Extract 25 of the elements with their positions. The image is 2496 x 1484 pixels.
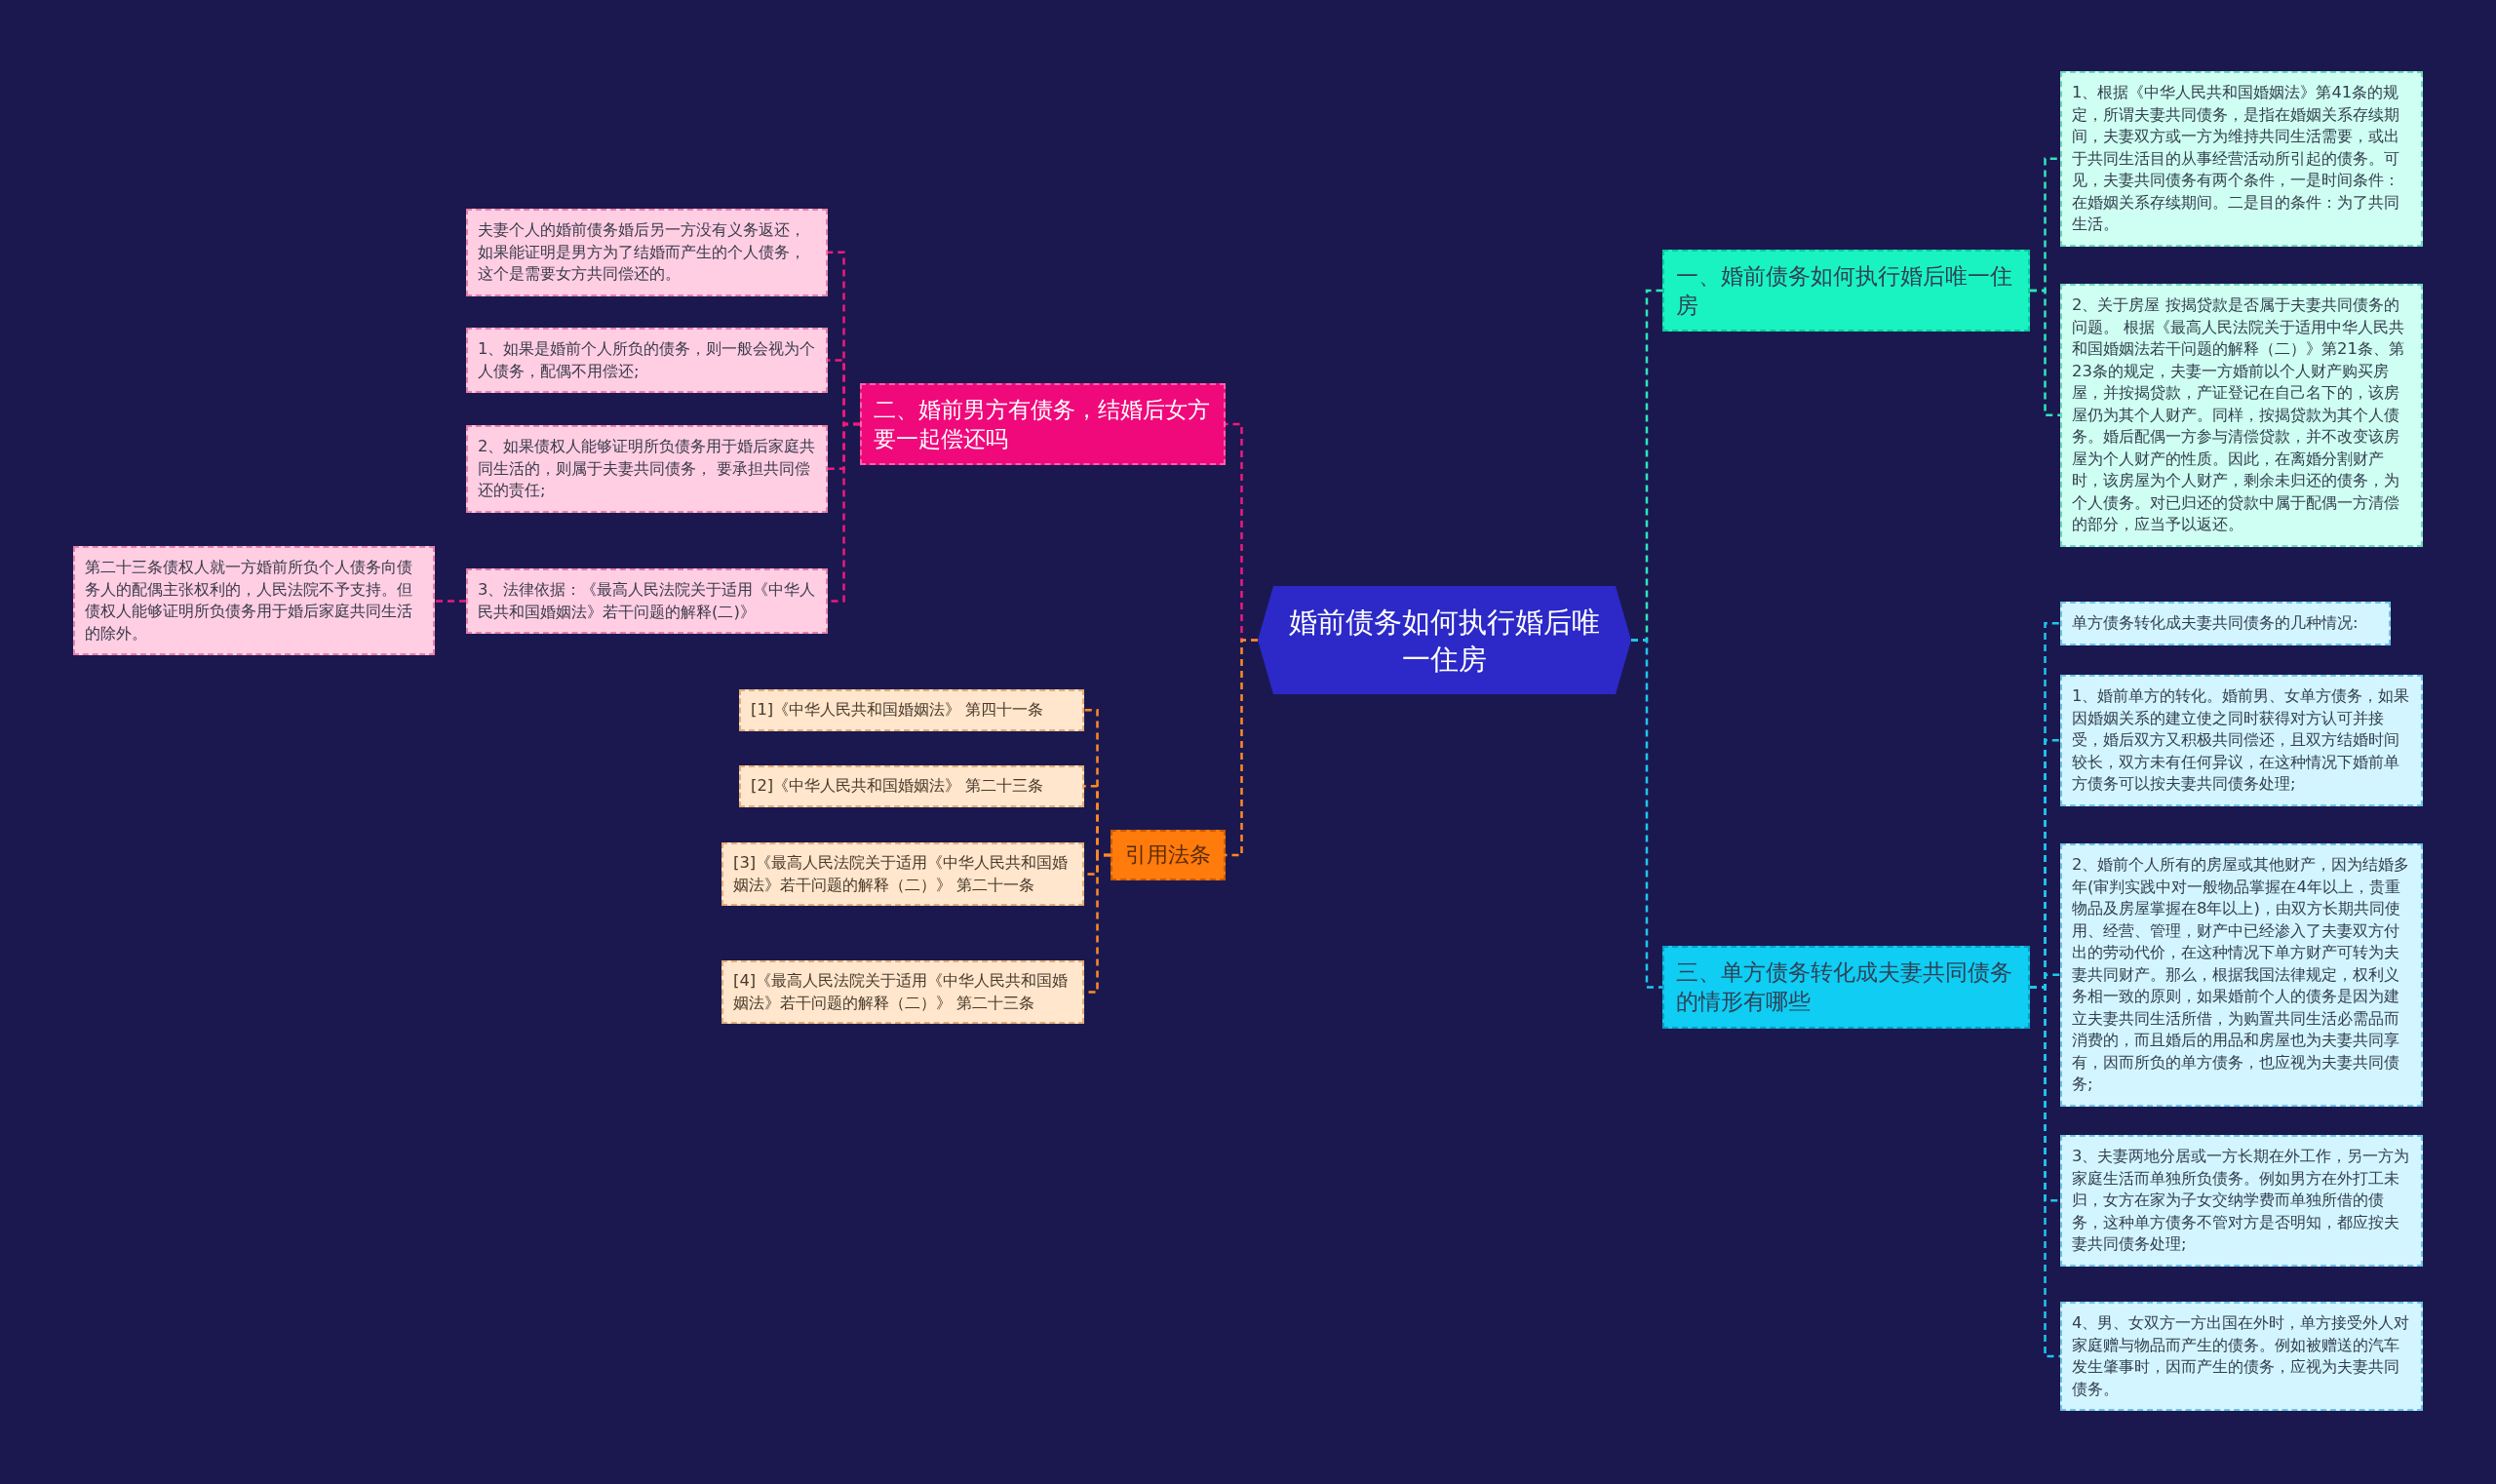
connector-line xyxy=(435,600,466,603)
topic-box: 引用法条 xyxy=(1111,830,1226,880)
citation-box: [3]《最高人民法院关于适用《中华人民共和国婚姻法》若干问题的解释（二）》 第二十一条 xyxy=(722,842,1084,906)
topic-hexagon: 婚前债务如何执行婚后唯一住房 xyxy=(1258,586,1631,694)
note-box: 2、婚前个人所有的房屋或其他财产，因为结婚多年(审判实践中对一般物品掌握在4年以上，贵重物品及房屋掌握在8年以上)，由双方长期共同使用、经营、管理，财产中已经渗入了夫妻双方付出的劳动代价，在这种情况下单方财产可转为夫妻共同财产。那么，根据我国法律规定，权利义务相一致的原则，如果婚前个人的债务是因为建立夫妻共同生活所借，为购置共同生活必需品而消费的，而且婚后的用品和房屋也为夫妻共同享有，因而所负的单方债务，也应视为夫妻共同债务; xyxy=(2060,843,2423,1107)
citation-box: [4]《最高人民法院关于适用《中华人民共和国婚姻法》若干问题的解释（二）》 第二十三条 xyxy=(722,960,1084,1024)
note-box: 3、夫妻两地分居或一方长期在外工作，另一方为家庭生活而单独所负债务。例如男方在外打工未归，女方在家为子女交纳学费而单独所借的债务，这种单方债务不管对方是否明知，都应按夫妻共同债务处理; xyxy=(2060,1135,2423,1267)
note-box: 夫妻个人的婚前债务婚后另一方没有义务返还，如果能证明是男方为了结婚而产生的个人债务，这个是需要女方共同偿还的。 xyxy=(466,209,828,296)
topic-box: 一、婚前债务如何执行婚后唯一住房 xyxy=(1662,250,2030,332)
note-box: 第二十三条债权人就一方婚前所负个人债务向债务人的配偶主张权利的，人民法院不予支持。但债权人能够证明所负债务用于婚后家庭共同生活的除外。 xyxy=(73,546,435,655)
note-box: 2、如果债权人能够证明所负债务用于婚后家庭共同生活的，则属于夫妻共同债务， 要承担共同偿还的责任; xyxy=(466,425,828,513)
connector-line xyxy=(2030,289,2060,416)
citation-box: [2]《中华人民共和国婚姻法》 第二十三条 xyxy=(739,765,1084,807)
note-box: 3、法律依据：《最高人民法院关于适用《中华人民共和国婚姻法》若干问题的解释(二)》 xyxy=(466,568,828,634)
note-box: 2、关于房屋 按揭贷款是否属于夫妻共同债务的问题。 根据《最高人民法院关于适用中华人民共和国婚姻法若干问题的解释（二）》第21条、第23条的规定，夫妻一方婚前以个人财产购买房屋，并按揭贷款，产证登记在自己名下的，该房屋仍为其个人财产。同样，按揭贷款为其个人债务。婚后配偶一方参与清偿贷款，并不改变该房屋为个人财产的性质。因此，在离婚分割财产时，该房屋为个人财产，剩余未归还的债务，为个人债务。对已归还的贷款中属于配偶一方清偿的部分，应当予以返还。 xyxy=(2060,284,2423,547)
note-box: 4、男、女双方一方出国在外时，单方接受外人对家庭赠与物品而产生的债务。例如被赠送的汽车发生肇事时，因而产生的债务，应视为夫妻共同债务。 xyxy=(2060,1302,2423,1411)
connector-line xyxy=(2030,986,2060,1358)
topic-box: 二、婚前男方有债务，结婚后女方要一起偿还吗 xyxy=(860,383,1226,465)
citation-box: [1]《中华人民共和国婚姻法》 第四十一条 xyxy=(739,689,1084,731)
note-box: 1、婚前单方的转化。婚前男、女单方债务，如果因婚姻关系的建立使之同时获得对方认可并接受，婚后双方又积极共同偿还，且双方结婚时间较长，双方未有任何异议，在这种情况下婚前单方债务可以按夫妻共同债务处理; xyxy=(2060,675,2423,806)
note-box: 单方债务转化成夫妻共同债务的几种情况: xyxy=(2060,602,2391,645)
note-box: 1、根据《中华人民共和国婚姻法》第41条的规定，所谓夫妻共同债务，是指在婚姻关系存续期间，夫妻双方或一方为维持共同生活需要，或出于共同生活目的从事经营活动所引起的债务。可见，夫妻共同债务有两个条件，一是时间条件：在婚姻关系存续期间。二是目的条件：为了共同生活。 xyxy=(2060,71,2423,247)
topic-box: 三、单方债务转化成夫妻共同债务的情形有哪些 xyxy=(1662,946,2030,1029)
note-box: 1、如果是婚前个人所负的债务，则一般会视为个人债务，配偶不用偿还; xyxy=(466,328,828,393)
connector-line xyxy=(1631,639,1662,989)
